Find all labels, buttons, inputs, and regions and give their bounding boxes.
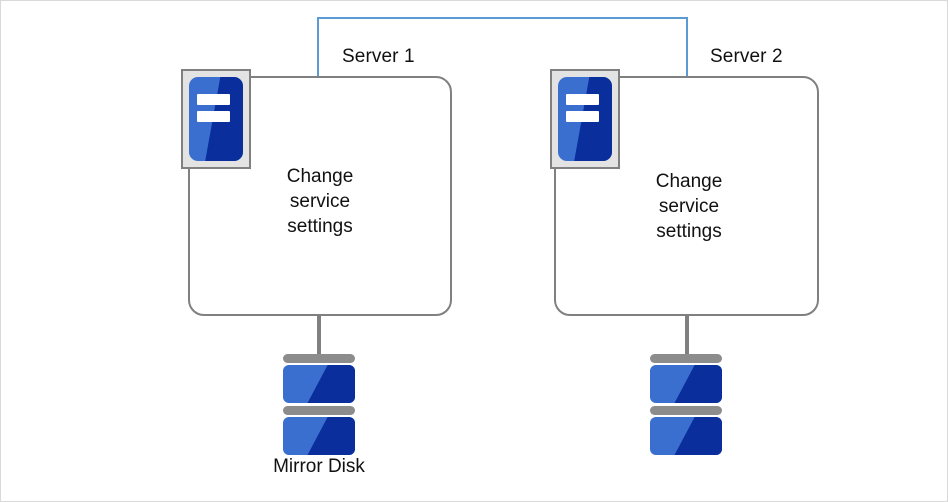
server-icon <box>550 69 620 169</box>
disk-plate-middle <box>650 406 722 415</box>
disk-platter-shadow <box>307 417 355 455</box>
server-chip-bar-top <box>196 93 231 105</box>
server-1-disk-connector <box>317 316 321 355</box>
mirror-disk-icon <box>650 354 722 458</box>
server-chip-bar-bottom <box>196 110 231 122</box>
server-1-body-text: Change service settings <box>286 166 354 237</box>
disk-plate-top <box>650 354 722 363</box>
server-2-disk-connector <box>685 316 689 355</box>
disk-platter-upper <box>650 365 722 403</box>
server-2-label: Server 2 <box>710 46 783 67</box>
server-chip-bar-bottom <box>565 110 600 122</box>
disk-platter-lower <box>650 417 722 455</box>
disk-platter-lower <box>283 417 355 455</box>
server-1-label: Server 1 <box>342 46 415 67</box>
mirror-disk-label: Mirror Disk <box>273 456 365 477</box>
server-icon <box>181 69 251 169</box>
disk-plate-middle <box>283 406 355 415</box>
disk-platter-shadow <box>674 365 722 403</box>
server-chip-graphic <box>189 77 243 161</box>
disk-platter-shadow <box>307 365 355 403</box>
disk-plate-top <box>283 354 355 363</box>
server-chip-graphic <box>558 77 612 161</box>
disk-platter-upper <box>283 365 355 403</box>
server-chip-bar-top <box>565 93 600 105</box>
interconnect-vertical-line-left <box>317 17 319 77</box>
server-2-body-text: Change service settings <box>655 171 723 242</box>
disk-platter-shadow <box>674 417 722 455</box>
interconnect-horizontal-line <box>317 17 688 19</box>
interconnect-vertical-line-right <box>686 17 688 77</box>
mirror-disk-icon <box>283 354 355 458</box>
server-2-box[interactable] <box>554 76 819 316</box>
